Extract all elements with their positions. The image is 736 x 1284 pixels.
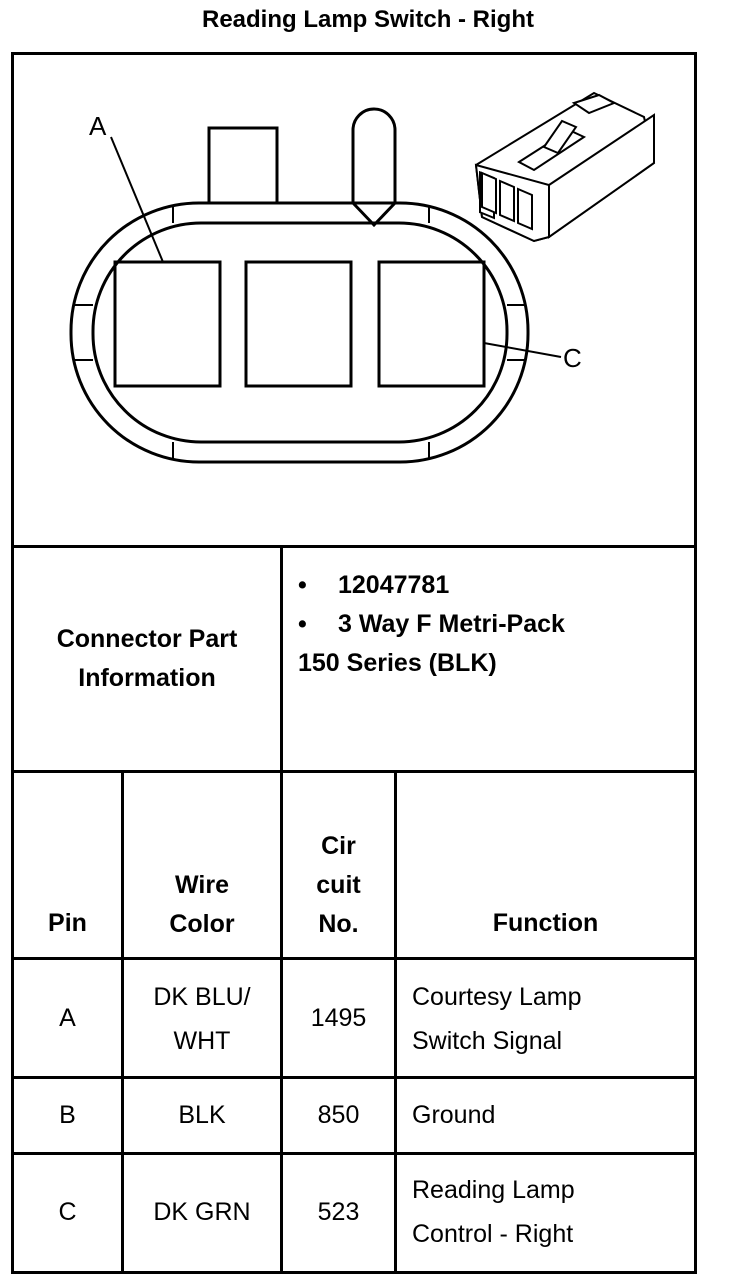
connector-info-label-line2: Information xyxy=(78,664,216,692)
table-row-wire-color: BLK xyxy=(178,1101,226,1129)
header-circuit-no: Cir cuit No. xyxy=(316,832,361,938)
header-function: Function xyxy=(492,909,599,937)
table-row-function: Ground xyxy=(412,1101,496,1129)
connector-face-diagram: A C xyxy=(69,91,656,464)
divider xyxy=(11,957,697,960)
table-row-function: Courtesy Lamp Switch Signal xyxy=(412,983,582,1055)
table-row-pin: B xyxy=(59,1101,76,1129)
description-item: • 3 Way F Metri-Pack xyxy=(298,605,565,644)
divider xyxy=(280,545,283,1274)
divider xyxy=(11,1076,697,1079)
divider xyxy=(121,770,124,1274)
connector-3d-icon xyxy=(474,91,656,243)
part-number: 12047781 xyxy=(338,571,450,599)
table-row-wire-color: DK BLU/ WHT xyxy=(153,983,251,1055)
table-row-circuit: 1495 xyxy=(310,1004,367,1032)
table-row-function: Reading Lamp Control - Right xyxy=(412,1176,575,1248)
header-wire-color: Wire Color xyxy=(169,871,235,938)
part-number-item: • 12047781 xyxy=(298,566,565,605)
connector-part-info-list: • 12047781 • 3 Way F Metri-Pack 150 Series… xyxy=(298,566,565,683)
connector-info-label-line1: Connector Part xyxy=(56,625,238,653)
cavity-label-c: C xyxy=(563,343,582,373)
table-row-pin: C xyxy=(58,1198,77,1226)
table-row-circuit: 523 xyxy=(317,1198,360,1226)
bullet-icon: • xyxy=(298,571,307,599)
header-pin: Pin xyxy=(48,909,87,937)
cavity-label-a: A xyxy=(89,111,107,141)
divider xyxy=(11,1152,697,1155)
description-line2: 150 Series (BLK) xyxy=(298,649,497,677)
table-row-pin: A xyxy=(59,1004,76,1032)
divider xyxy=(11,770,697,773)
divider xyxy=(11,545,697,548)
connector-table-frame xyxy=(11,52,697,1274)
table-row-circuit: 850 xyxy=(317,1101,360,1129)
connector-part-info-label: Connector Part Information xyxy=(14,548,280,770)
description-line1: 3 Way F Metri-Pack xyxy=(338,610,565,638)
divider xyxy=(394,770,397,1274)
page-title: Reading Lamp Switch - Right xyxy=(201,6,534,33)
table-row-wire-color: DK GRN xyxy=(153,1198,251,1226)
bullet-icon: • xyxy=(298,610,307,638)
